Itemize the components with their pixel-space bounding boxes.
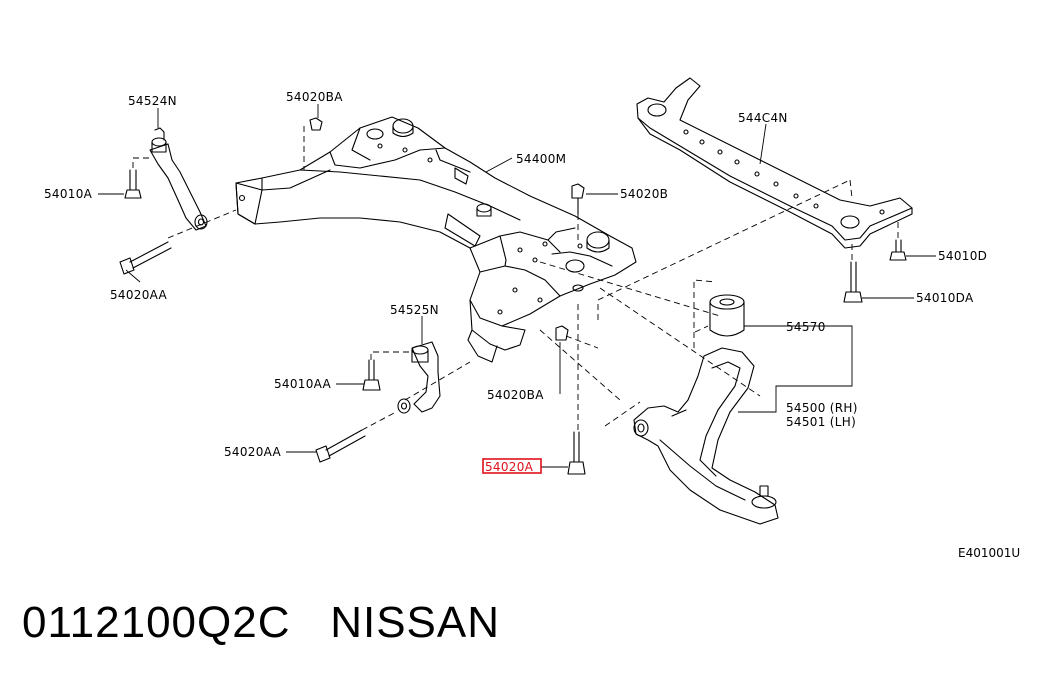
fastener-54010DA [843, 261, 863, 303]
part-labels: 54524N 54020BA 54400M 544C4N 54010A 5402… [44, 90, 1020, 560]
part-number: 0112100Q2C [22, 598, 291, 647]
label-54400M: 54400M [516, 152, 566, 166]
crossmember-544C4N [636, 77, 913, 249]
fastener-54010AA [362, 359, 381, 391]
fastener-54020B [571, 183, 585, 215]
label-54010A-left: 54010A [44, 187, 93, 201]
fastener-54020BA-top [309, 117, 323, 131]
bracket-54524N [149, 127, 208, 231]
fastener-54020A [567, 431, 586, 475]
label-544C4N: 544C4N [738, 111, 788, 125]
brand-name: NISSAN [330, 598, 501, 647]
label-54570: 54570 [786, 320, 826, 334]
label-54020AA-left: 54020AA [110, 288, 168, 302]
label-54020AA-bottom: 54020AA [224, 445, 282, 459]
label-54020A-highlighted: 54020A [485, 460, 534, 474]
fastener-54020AA-left [119, 241, 172, 275]
fastener-54020BA-mid [555, 325, 569, 341]
label-54010DA: 54010DA [916, 291, 974, 305]
label-54500-rh: 54500 (RH) [786, 401, 858, 415]
label-54020BA-mid: 54020BA [487, 388, 544, 402]
bracket-54525N [397, 341, 441, 414]
label-54020BA-top: 54020BA [286, 90, 343, 104]
label-54525N: 54525N [390, 303, 439, 317]
lower-control-arm [633, 347, 779, 525]
assembly-lines [132, 126, 899, 432]
fastener-54020AA-bottom [315, 429, 366, 463]
fastener-54010A-left [124, 169, 142, 199]
leader-lines [98, 104, 936, 468]
highlight-box [482, 458, 542, 474]
label-54501-lh: 54501 (LH) [786, 415, 856, 429]
label-54524N: 54524N [128, 94, 177, 108]
label-54010AA: 54010AA [274, 377, 332, 391]
bushing-54570 [709, 294, 745, 337]
fastener-54010D [889, 239, 907, 261]
label-54020B: 54020B [620, 187, 668, 201]
subframe-54400M [235, 116, 637, 363]
figure-code: E401001U [958, 546, 1020, 560]
label-54010D: 54010D [938, 249, 987, 263]
part-caption: 0112100Q2C NISSAN [22, 598, 500, 648]
